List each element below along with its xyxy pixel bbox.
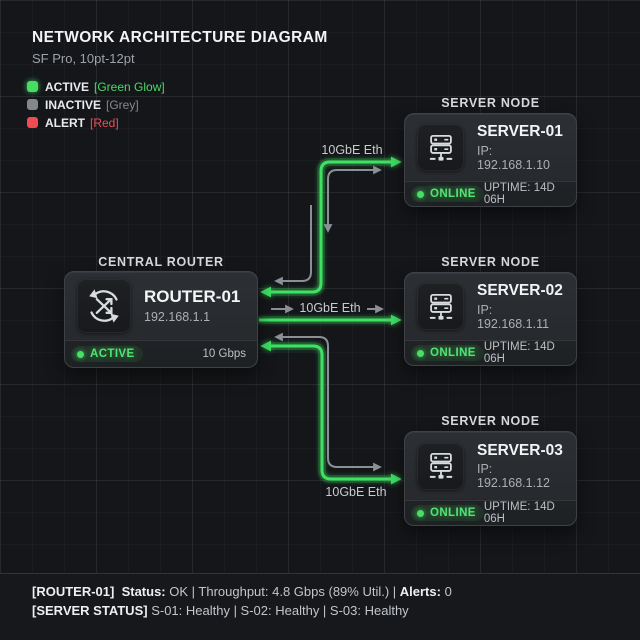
status-dot-icon [417, 349, 424, 357]
legend-label: ALERT [45, 115, 85, 130]
server-icon [417, 442, 464, 490]
router-info: ROUTER-01 192.168.1.1 [144, 287, 241, 324]
server-info: SERVER-02 IP: 192.168.1.11 [477, 282, 564, 330]
server-status: ONLINE [430, 188, 476, 200]
link-label-server2: 10GbE Eth [299, 301, 361, 315]
legend-note: [Green Glow] [94, 79, 165, 94]
server-node-2: SERVER-02 IP: 192.168.1.11 ONLINE UPTIME… [404, 272, 577, 366]
server-ip: IP: 192.168.1.12 [477, 462, 550, 491]
legend-item-alert: ALERT [Red] [27, 115, 165, 130]
server-status-badge: ONLINE [411, 345, 484, 361]
router-name: ROUTER-01 [144, 287, 241, 307]
page-title: NETWORK ARCHITECTURE DIAGRAM [32, 29, 328, 46]
server-card-body: SERVER-03 IP: 192.168.1.12 [405, 432, 576, 500]
server-ip: IP: 192.168.1.11 [477, 302, 550, 331]
server-icon [417, 124, 464, 171]
status-dot-icon [417, 509, 424, 517]
server-ip: IP: 192.168.1.10 [477, 143, 550, 172]
server-card-body: SERVER-01 IP: 192.168.1.10 [405, 114, 576, 181]
router-card-body: ROUTER-01 192.168.1.1 [65, 272, 257, 340]
server-name: SERVER-03 [477, 441, 563, 459]
server-uptime: UPTIME: 14D 06H [483, 501, 555, 525]
router-icon [77, 279, 131, 333]
legend-label: INACTIVE [45, 97, 102, 112]
link-label-server1: 10GbE Eth [321, 143, 383, 157]
server-node-1: SERVER-01 IP: 192.168.1.10 ONLINE UPTIME… [404, 113, 577, 207]
legend-note: [Grey] [106, 97, 139, 112]
server-footer: ONLINE UPTIME: 14D 06H [405, 340, 576, 365]
legend-item-active: ACTIVE [Green Glow] [27, 79, 165, 94]
router-footer: ACTIVE 10 Gbps [65, 340, 257, 367]
server-name: SERVER-02 [477, 282, 563, 300]
legend-label: ACTIVE [45, 79, 90, 94]
router-status-line: [ROUTER-01] Status: OK | Throughput: 4.8… [32, 584, 452, 599]
inactive-swatch-icon [27, 99, 38, 110]
server-node-label: SERVER NODE [441, 414, 540, 428]
server-icon [417, 283, 464, 330]
page-subtitle: SF Pro, 10pt-12pt [32, 51, 135, 66]
active-swatch-icon [27, 81, 38, 92]
legend-item-inactive: INACTIVE [Grey] [27, 97, 165, 112]
server-node-label: SERVER NODE [441, 255, 540, 269]
server-footer: ONLINE UPTIME: 14D 06H [405, 181, 576, 206]
router-status-badge: ACTIVE [71, 346, 143, 362]
router-ip: 192.168.1.1 [144, 309, 211, 324]
server-node-3: SERVER-03 IP: 192.168.1.12 ONLINE UPTIME… [404, 431, 577, 526]
server-uptime: UPTIME: 14D 06H [483, 341, 555, 365]
server-status: ONLINE [430, 347, 476, 359]
alert-swatch-icon [27, 117, 38, 128]
status-dot-icon [417, 190, 424, 198]
server-status-line: [SERVER STATUS] S-01: Healthy | S-02: He… [32, 602, 409, 618]
server-info: SERVER-01 IP: 192.168.1.10 [477, 123, 564, 171]
link-router-server1 [260, 156, 402, 298]
return-arrow-server1-in [274, 205, 312, 286]
server-info: SERVER-03 IP: 192.168.1.12 [477, 442, 564, 490]
router-status: ACTIVE [90, 348, 135, 360]
central-router-label: CENTRAL ROUTER [98, 255, 224, 269]
server-status: ONLINE [430, 507, 476, 519]
return-arrow-server3 [274, 332, 382, 472]
legend-note: [Red] [90, 115, 119, 130]
router-bandwidth: 10 Gbps [202, 348, 246, 360]
server-status-badge: ONLINE [411, 186, 484, 202]
link-router-server3 [260, 340, 402, 485]
return-arrow-server1-out [323, 165, 382, 233]
server-card-body: SERVER-02 IP: 192.168.1.11 [405, 273, 576, 340]
server-footer: ONLINE UPTIME: 14D 06H [405, 500, 576, 525]
link-label-server3: 10GbE Eth [325, 485, 387, 499]
legend: ACTIVE [Green Glow] INACTIVE [Grey] ALER… [27, 79, 165, 130]
server-node-label: SERVER NODE [441, 96, 540, 110]
server-uptime: UPTIME: 14D 06H [483, 182, 555, 206]
status-dot-icon [77, 350, 84, 358]
status-bar: [ROUTER-01] Status: OK | Throughput: 4.8… [0, 573, 640, 640]
server-status-badge: ONLINE [411, 505, 484, 521]
router-node: ROUTER-01 192.168.1.1 ACTIVE 10 Gbps [64, 271, 258, 368]
server-name: SERVER-01 [477, 123, 563, 141]
